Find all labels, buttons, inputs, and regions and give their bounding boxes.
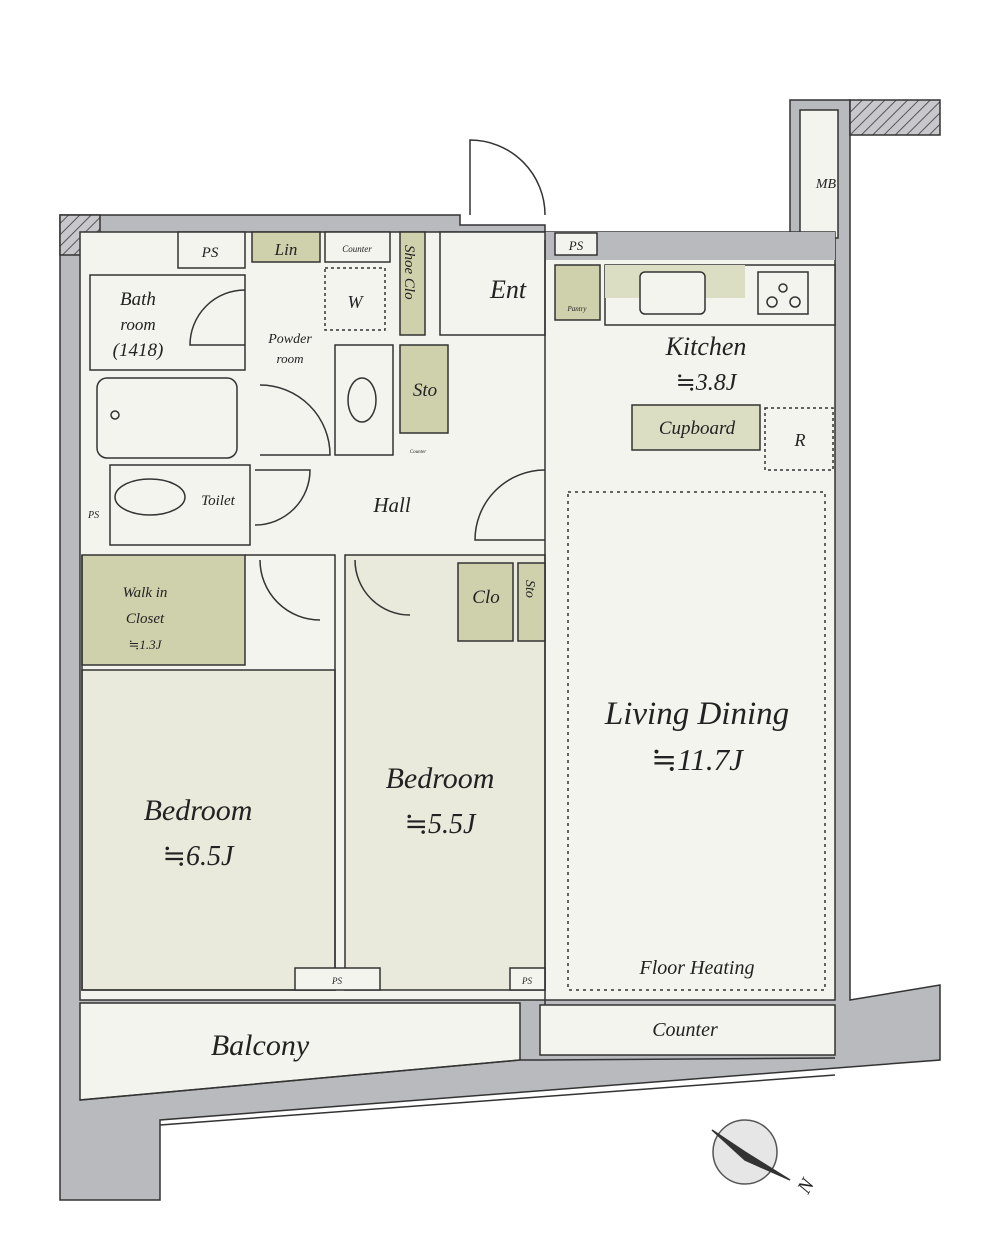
sink-counter (334, 344, 394, 456)
washer-space (324, 267, 386, 331)
label-bath-3: (1418) (113, 340, 164, 361)
entrance-door[interactable] (469, 139, 546, 216)
label-ps-top: PS (201, 245, 219, 261)
label-wic-1: Walk in (123, 585, 168, 601)
label-storage-2: Sto (522, 580, 537, 598)
label-powder-1: Powder (267, 332, 312, 347)
label-storage-1: Sto (413, 380, 437, 401)
label-balcony: Balcony (211, 1029, 310, 1062)
ps-bottom-1 (294, 967, 381, 991)
ps-kitchen (554, 232, 598, 256)
walk-in-closet (81, 554, 246, 666)
compass-icon (711, 1119, 791, 1185)
storage-1 (399, 344, 449, 434)
label-shoe-closet: Shoe Clo (401, 245, 417, 300)
label-ps-left: PS (87, 510, 99, 521)
label-refrigerator: R (794, 430, 806, 450)
label-hall: Hall (372, 493, 411, 517)
linen-closet (251, 231, 321, 263)
sink-icon (347, 377, 377, 423)
compass-label: N (793, 1174, 820, 1199)
hatch-tr (849, 99, 941, 136)
label-bedroom-2: Bedroom (386, 762, 495, 795)
label-floor-heating: Floor Heating (639, 957, 755, 979)
entrance (439, 231, 546, 336)
label-wic-size: ≒1.3J (129, 637, 163, 652)
refrigerator-space (764, 407, 834, 471)
floor-heating-area (567, 491, 826, 991)
closet-2 (457, 562, 514, 642)
label-counter-sink: Counter (410, 450, 426, 455)
label-living-dining: Living Dining (604, 696, 789, 732)
label-bath-1: Bath (120, 289, 156, 310)
label-ps-bottom-1: PS (331, 976, 342, 986)
bath-door[interactable] (189, 289, 246, 346)
label-ps-bottom-2: PS (521, 976, 532, 986)
counter-small (324, 231, 391, 263)
label-bedroom-1: Bedroom (144, 794, 253, 827)
label-washer: W (348, 292, 365, 312)
balcony-right (539, 1004, 836, 1056)
mb-shaft (799, 109, 839, 239)
toilet-door[interactable] (254, 469, 311, 526)
toilet-icon (114, 478, 186, 516)
bathroom (89, 274, 246, 371)
label-wic-2: Closet (126, 611, 165, 627)
bedroom2-door[interactable] (354, 559, 411, 616)
hall-door[interactable] (474, 469, 546, 541)
label-powder-2: room (277, 351, 304, 366)
label-cupboard: Cupboard (659, 418, 736, 439)
label-living-size: ≒11.7J (651, 742, 744, 777)
label-kitchen-size: ≒3.8J (676, 370, 738, 396)
label-counter-bottom: Counter (652, 1019, 718, 1041)
bedroom1-door[interactable] (259, 559, 321, 621)
label-bedroom-1-size: ≒6.5J (163, 841, 235, 872)
label-linen: Lin (274, 240, 298, 259)
shoe-closet (399, 231, 426, 336)
ps-top (177, 231, 246, 269)
bedroom-1 (81, 669, 336, 991)
pantry (554, 264, 601, 321)
label-entrance: Ent (489, 275, 527, 304)
bathtub (96, 377, 238, 459)
kitchen-sink-icon (639, 271, 706, 315)
label-bath-2: room (120, 315, 155, 334)
stove-icon (757, 271, 809, 315)
label-mb: MB (815, 177, 837, 192)
drain-icon (110, 410, 120, 420)
label-kitchen: Kitchen (665, 332, 747, 361)
label-closet-2: Clo (472, 587, 499, 608)
cupboard (631, 404, 761, 451)
label-pantry: Pantry (566, 305, 587, 313)
storage-2 (517, 562, 546, 642)
label-counter-small: Counter (342, 244, 372, 254)
label-toilet: Toilet (201, 493, 235, 509)
label-ps-kitchen: PS (568, 238, 584, 253)
label-bedroom-2-size: ≒5.5J (405, 809, 477, 840)
powder-door[interactable] (259, 384, 331, 456)
